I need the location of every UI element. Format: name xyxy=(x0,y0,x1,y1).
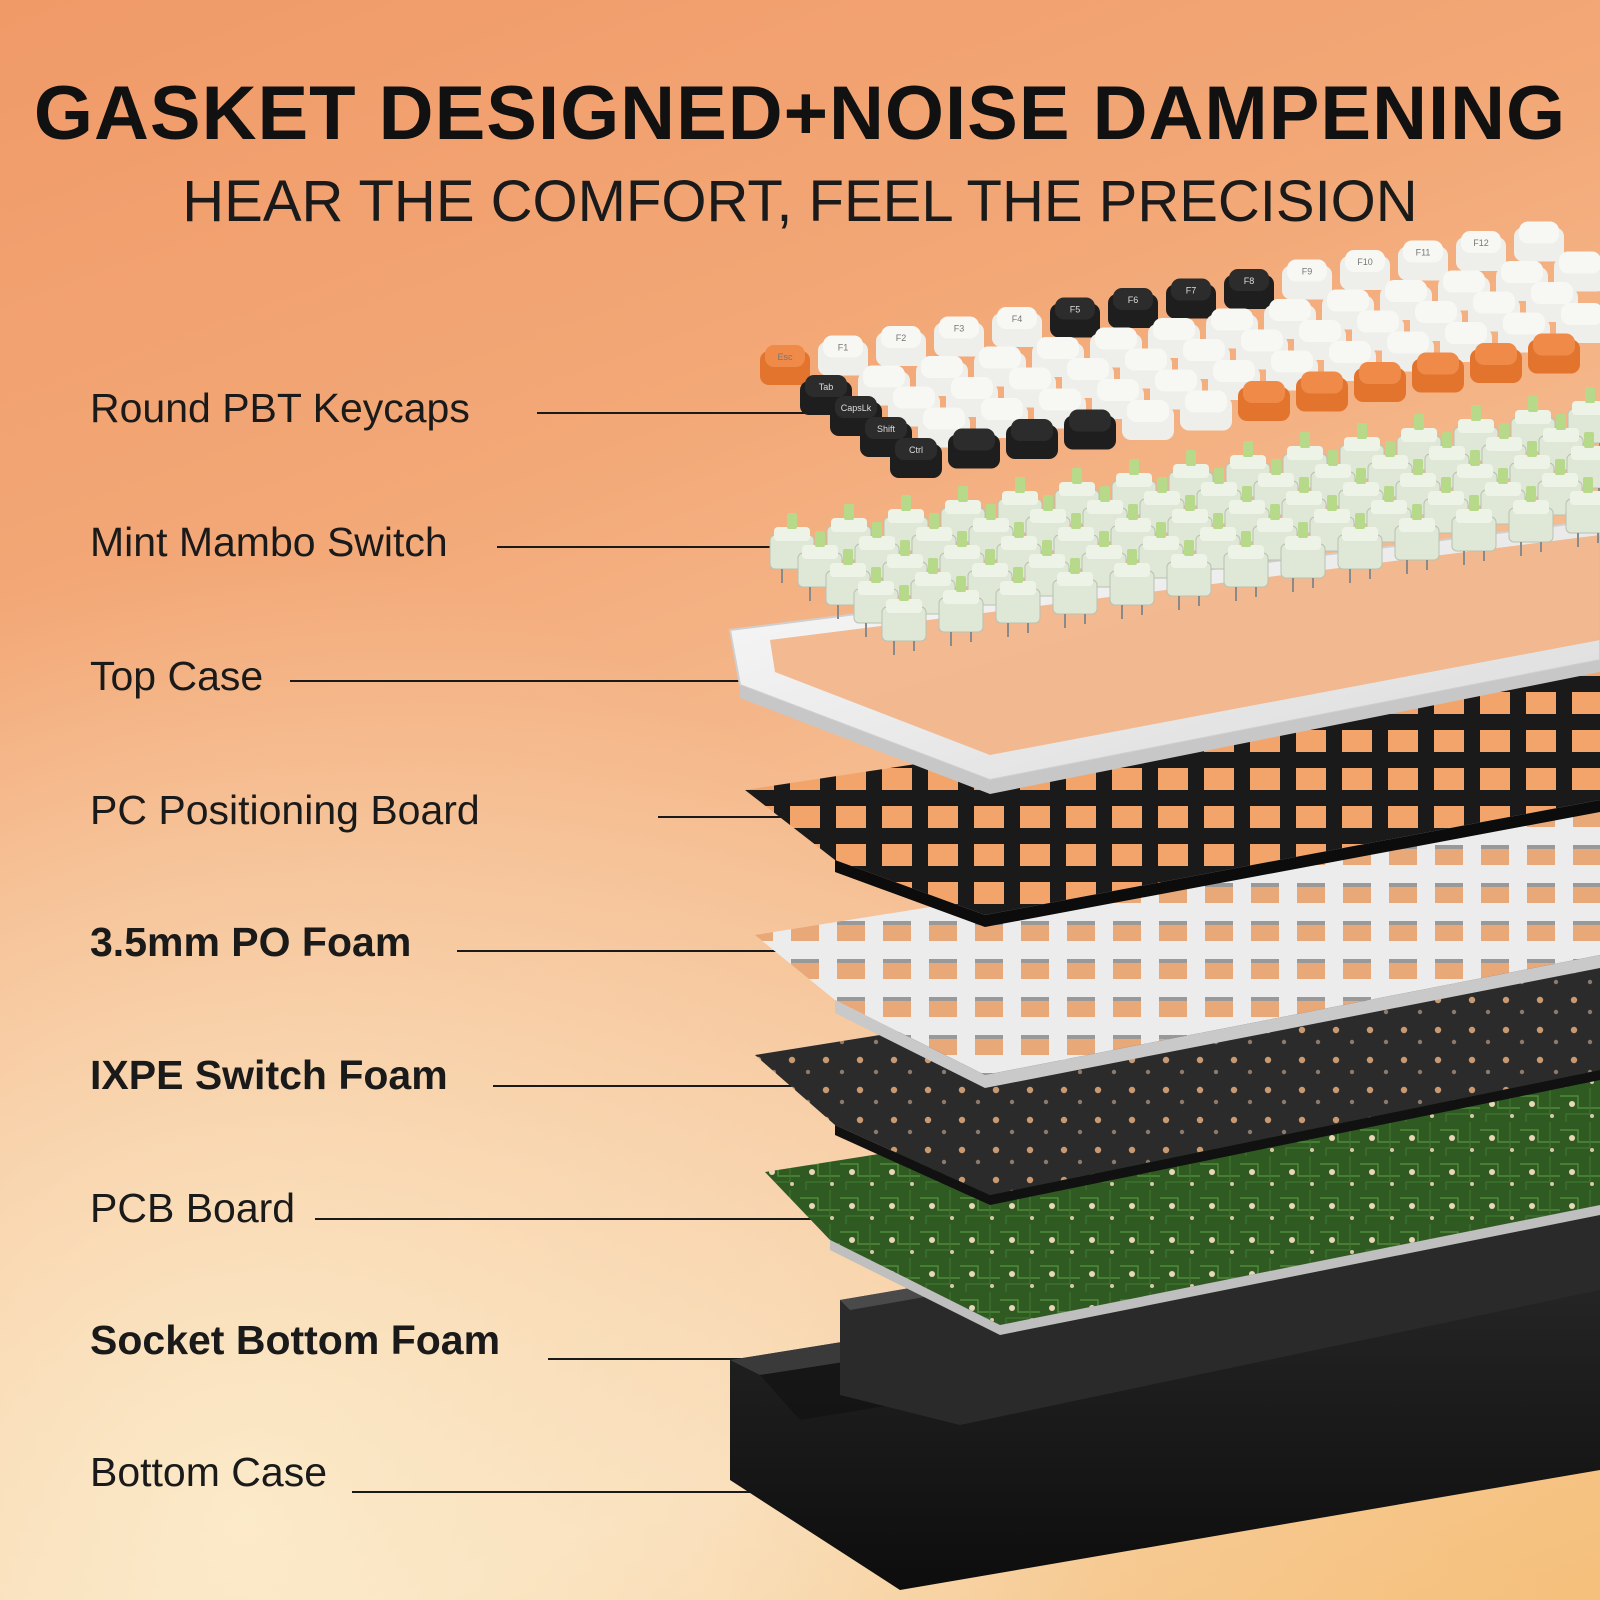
keycap: F4 xyxy=(992,307,1042,347)
switch xyxy=(995,567,1041,637)
keycap: F1 xyxy=(818,335,868,376)
switch xyxy=(1166,540,1212,610)
keycap xyxy=(1412,352,1464,393)
switch xyxy=(938,576,984,646)
keycap xyxy=(1122,400,1174,440)
keycap: Ctrl xyxy=(890,438,942,478)
page-title: GASKET DESIGNED+NOISE DAMPENING xyxy=(33,71,1567,156)
keycap: F2 xyxy=(876,326,926,366)
keycap-legend: CapsLk xyxy=(841,403,872,413)
label-pcb: PCB Board xyxy=(90,1185,296,1231)
keycap xyxy=(1296,371,1348,412)
switch xyxy=(881,585,927,655)
keycap-legend: F8 xyxy=(1244,276,1255,286)
keycap: F3 xyxy=(934,316,984,357)
keycap xyxy=(1470,343,1522,383)
label-ixpe-foam: IXPE Switch Foam xyxy=(90,1052,448,1098)
label-top-case: Top Case xyxy=(90,653,264,699)
keycap-legend: F2 xyxy=(896,333,907,343)
switch xyxy=(1337,513,1383,583)
keycap: F7 xyxy=(1166,278,1216,319)
keycap-legend: Tab xyxy=(819,382,834,392)
keycap: F6 xyxy=(1108,288,1158,328)
keycap-legend: F1 xyxy=(838,343,849,353)
keycap-legend: F10 xyxy=(1357,257,1373,267)
keycap xyxy=(1238,381,1290,421)
keycap xyxy=(1354,362,1406,402)
keycap xyxy=(1064,409,1116,450)
switch xyxy=(1565,477,1600,547)
po-foam-layer xyxy=(755,800,1600,1088)
keycap: F11 xyxy=(1398,240,1448,281)
keycap xyxy=(1006,419,1058,459)
label-po-foam: 3.5mm PO Foam xyxy=(90,919,412,965)
page-subtitle: HEAR THE COMFORT, FEEL THE PRECISION xyxy=(182,169,1418,234)
keycap-legend: F5 xyxy=(1070,305,1081,315)
label-keycaps: Round PBT Keycaps xyxy=(90,385,470,431)
keycap: F5 xyxy=(1050,297,1100,338)
keycap-legend: F7 xyxy=(1186,286,1197,296)
keycap-legend: Ctrl xyxy=(909,445,923,455)
keycap-legend: Esc xyxy=(777,352,793,362)
keycap: F8 xyxy=(1224,269,1274,309)
label-bottom-foam: Socket Bottom Foam xyxy=(90,1317,501,1363)
keycap xyxy=(1180,390,1232,431)
keycap: F12 xyxy=(1456,231,1506,271)
switch xyxy=(1109,549,1155,619)
positioning-board-layer xyxy=(745,660,1600,927)
keycap-legend: F9 xyxy=(1302,267,1313,277)
switch xyxy=(1451,495,1497,565)
keycap-legend: F6 xyxy=(1128,295,1139,305)
switches-layer xyxy=(769,387,1600,655)
switch xyxy=(1508,486,1554,556)
keycap xyxy=(948,428,1000,469)
keycap-legend: F12 xyxy=(1473,238,1489,248)
switch xyxy=(1052,558,1098,628)
keycap: Esc xyxy=(760,345,810,385)
label-positioning-board: PC Positioning Board xyxy=(90,787,480,833)
keycap: F9 xyxy=(1282,259,1332,300)
keycap xyxy=(1528,333,1580,374)
switch xyxy=(1280,522,1326,592)
switch xyxy=(1394,504,1440,574)
label-bottom-case: Bottom Case xyxy=(90,1449,327,1495)
keycap-legend: F11 xyxy=(1416,248,1431,258)
keycap xyxy=(1514,221,1564,262)
switch xyxy=(1223,531,1269,601)
keycap-legend: F3 xyxy=(954,324,965,334)
keycap-legend: F4 xyxy=(1012,314,1023,324)
keycap-legend: Shift xyxy=(877,424,896,434)
label-switch: Mint Mambo Switch xyxy=(90,519,448,565)
keycap: F10 xyxy=(1340,250,1390,290)
keycaps-layer: Esc F1 F2 F3 F4 F5 F6 F7 F8 F9 F10 F11 F12TabCapsLkS… xyxy=(760,221,1600,478)
